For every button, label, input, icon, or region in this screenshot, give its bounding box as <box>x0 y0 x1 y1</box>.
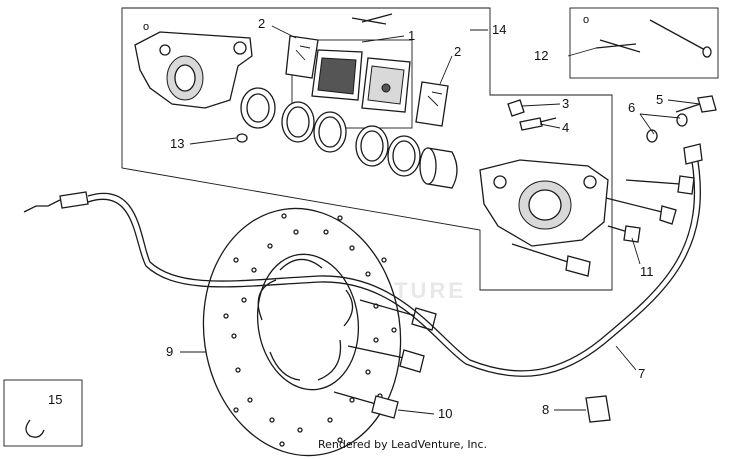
callout-10: 10 <box>438 406 452 421</box>
small-o-mark-2: o <box>583 14 589 26</box>
banjo-bolt <box>675 95 717 113</box>
small-o-mark: o <box>143 21 149 33</box>
callout-12: 12 <box>534 48 548 63</box>
callout-1: 1 <box>408 28 415 43</box>
callout-14: 14 <box>492 22 506 37</box>
callout-4: 4 <box>562 120 569 135</box>
brake-pad-left <box>311 49 363 101</box>
caliper-mount-bolts <box>605 175 695 243</box>
hose-clip <box>585 395 611 423</box>
brake-caliper <box>479 159 609 247</box>
callout-13: 13 <box>170 136 184 151</box>
brake-pad-right <box>361 57 411 113</box>
caliper-housing-kit <box>134 31 253 109</box>
callout-8: 8 <box>542 402 549 417</box>
leader-lines <box>180 25 701 415</box>
callout-15: 15 <box>48 392 62 407</box>
pad-spring-left <box>285 35 319 79</box>
brake-hose <box>23 143 703 377</box>
group-frame-kit-15 <box>3 379 83 447</box>
group-frame-kit-12 <box>569 7 719 79</box>
brake-disc <box>202 207 402 457</box>
pad-pins-small <box>351 13 712 58</box>
credit-text: Rendered by LeadVenture, Inc. <box>318 438 488 451</box>
callout-2-left: 2 <box>258 16 265 31</box>
group-frame-caliper-kit <box>121 7 613 291</box>
callout-6: 6 <box>628 100 635 115</box>
bleed-cap <box>507 99 525 117</box>
callout-2-right: 2 <box>454 44 461 59</box>
callout-7: 7 <box>638 366 645 381</box>
piston-seals-and-pistons <box>236 87 458 189</box>
caliper-bolt <box>511 243 591 277</box>
callout-9: 9 <box>166 344 173 359</box>
pad-frame <box>291 39 413 129</box>
pad-spring-right <box>415 81 449 127</box>
copper-washers <box>646 113 688 143</box>
callout-3: 3 <box>562 96 569 111</box>
callout-11: 11 <box>640 264 654 279</box>
bleed-screw <box>519 117 557 131</box>
callout-5: 5 <box>656 92 663 107</box>
retaining-clip <box>25 419 45 438</box>
